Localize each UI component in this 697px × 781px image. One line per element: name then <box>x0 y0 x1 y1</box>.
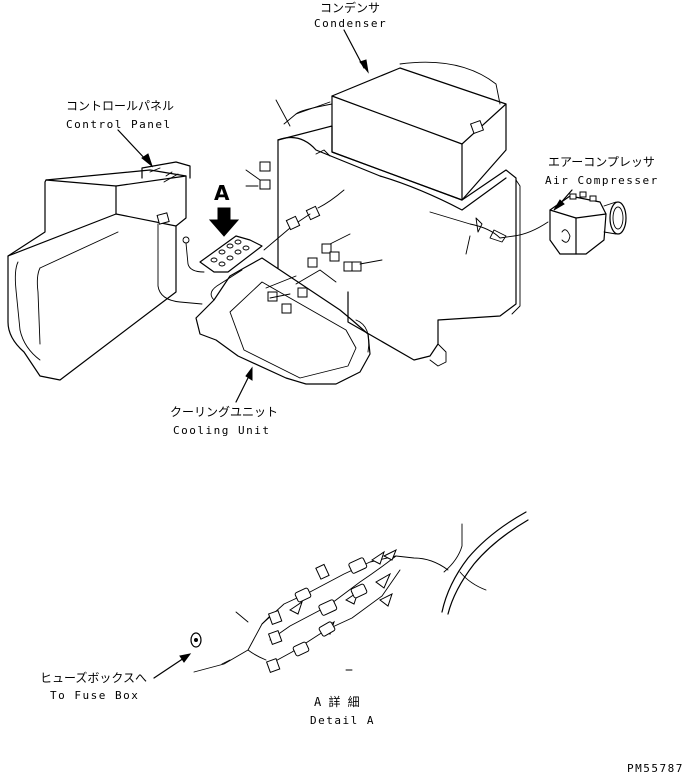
air-compressor-label-en: Air Compresser <box>545 174 659 187</box>
cooling-unit-label-en: Cooling Unit <box>173 424 270 437</box>
air-compressor-drawing <box>549 191 627 255</box>
leader-lines <box>117 29 573 403</box>
control-panel-label-jp: コントロールパネル <box>66 99 174 113</box>
compressor-harness <box>429 211 549 255</box>
air-compressor-label-jp: エアーコンプレッサ <box>548 155 655 169</box>
cooling-unit-drawing <box>195 99 521 385</box>
condenser-label-jp: コンデンサ <box>320 0 380 15</box>
fuse-box-label-jp: ヒューズボックスへ <box>40 670 147 685</box>
drawing-number: PM55787 <box>627 762 684 775</box>
fuse-box-label-en: To Fuse Box <box>50 689 139 702</box>
detail-a-label-en: Detail A <box>310 714 375 727</box>
view-a-arrow <box>208 207 240 237</box>
condenser-drawing <box>331 61 507 201</box>
view-a-marker: A <box>214 181 230 205</box>
cooling-unit-label-jp: クーリングユニット <box>170 405 278 419</box>
condenser-label-en: Condenser <box>314 17 387 30</box>
detail-a-drawing <box>153 511 529 679</box>
control-panel-label-en: Control Panel <box>66 118 172 131</box>
cooling-unit-connectors <box>245 161 383 314</box>
detail-a-label-jp: A 詳 細 <box>314 694 360 709</box>
detail-a-connector-block <box>199 235 263 273</box>
control-panel-drawing <box>7 161 205 381</box>
